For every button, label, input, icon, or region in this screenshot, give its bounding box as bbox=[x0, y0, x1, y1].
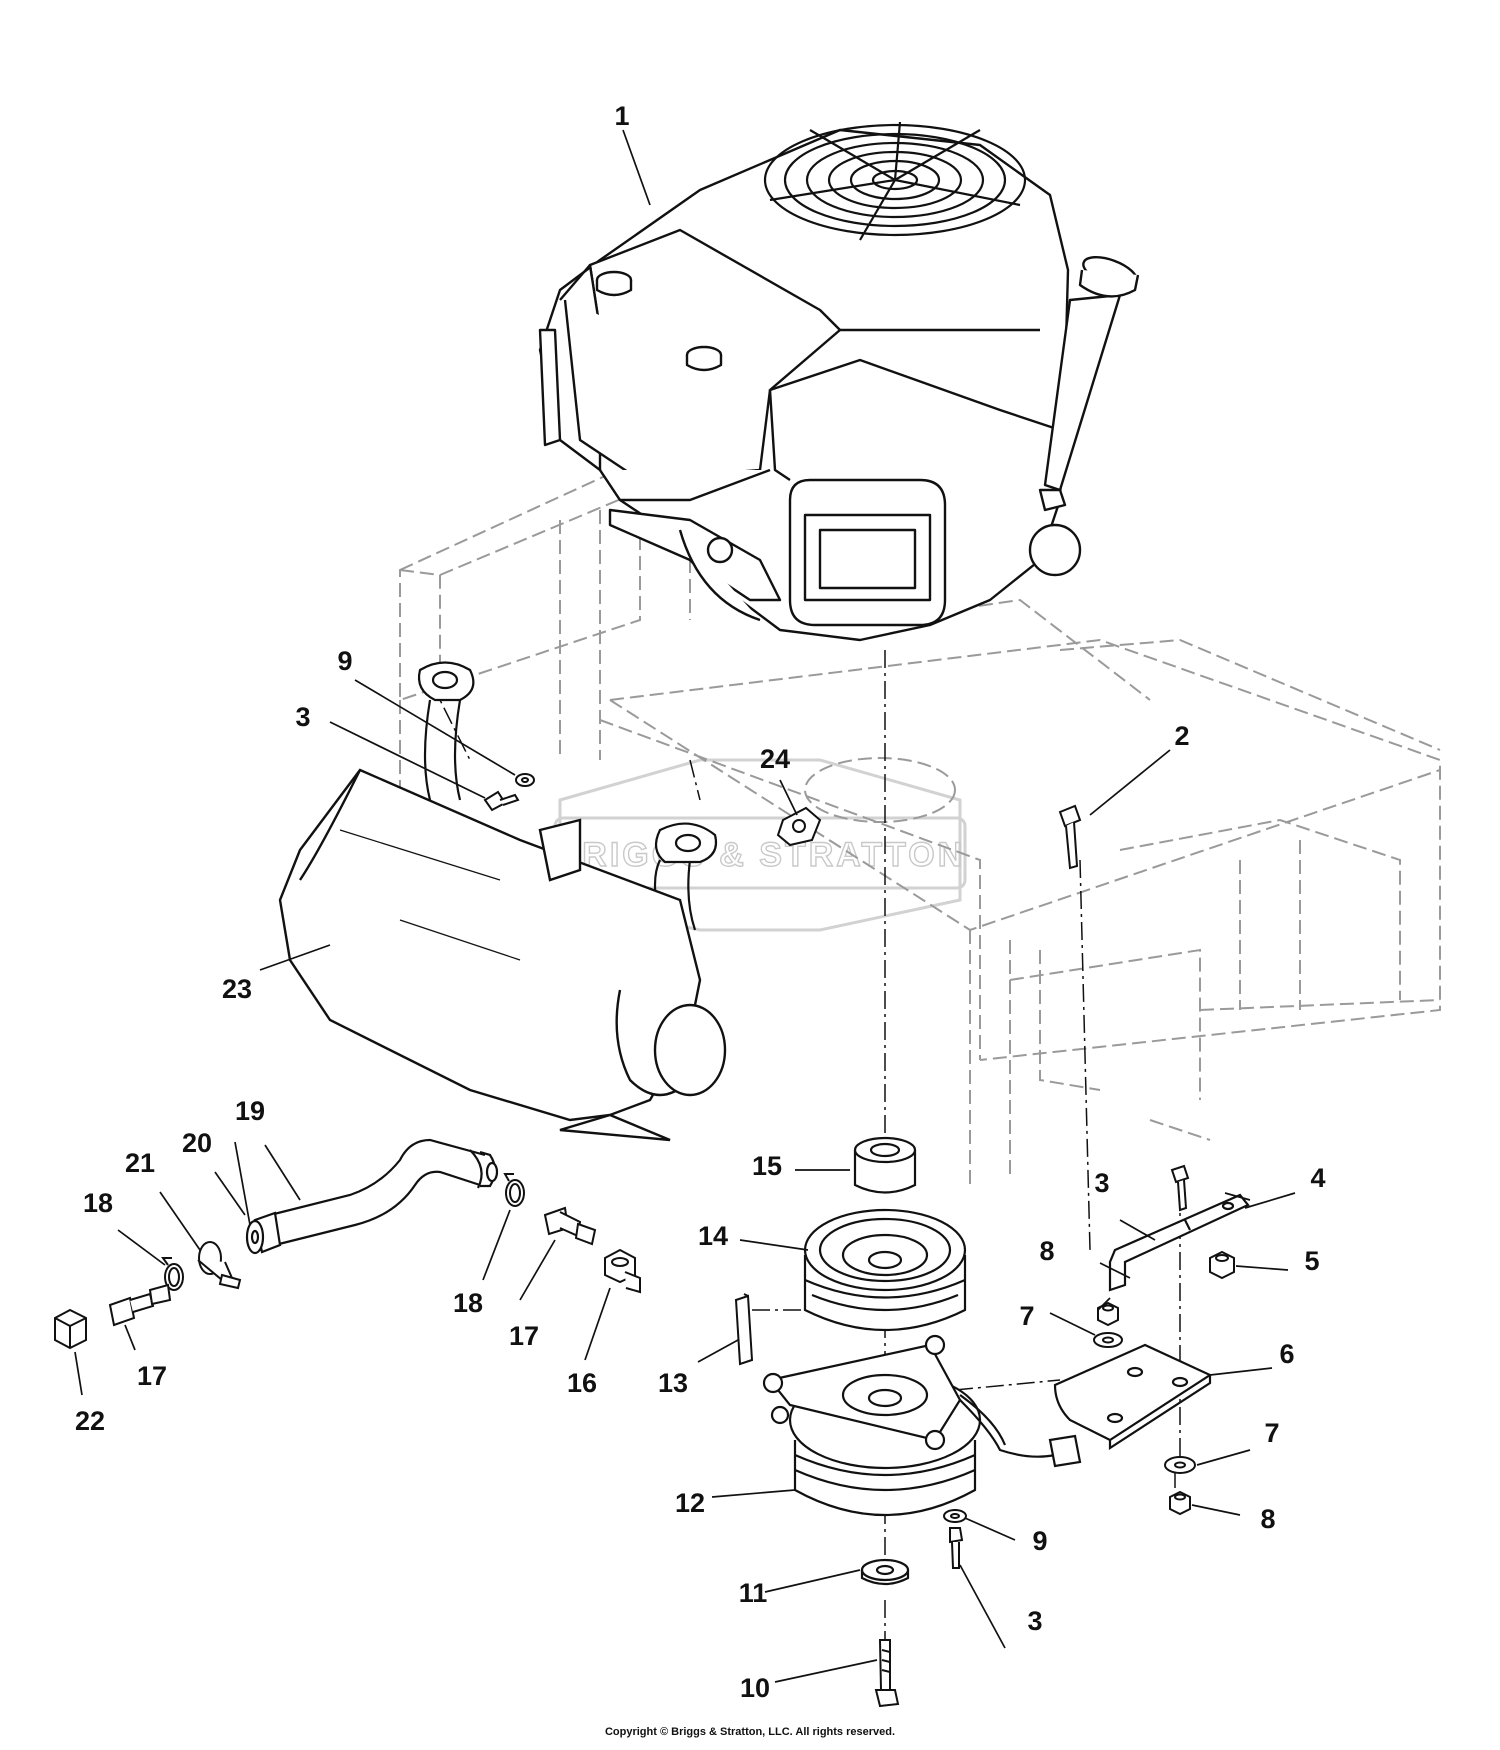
clutch-washer bbox=[860, 1558, 910, 1586]
chassis-frame-phantom bbox=[399, 458, 1441, 1190]
nut-24 bbox=[776, 806, 822, 847]
label-muffler: 23 bbox=[222, 974, 252, 1004]
clamp-right bbox=[503, 1173, 525, 1207]
label-nut-top: 8 bbox=[1039, 1236, 1054, 1266]
washer-top bbox=[1093, 1332, 1123, 1348]
washer-muffler bbox=[515, 773, 535, 787]
label-bracket: 4 bbox=[1310, 1163, 1325, 1193]
exhaust-pipes bbox=[417, 661, 718, 931]
electric-clutch bbox=[762, 1334, 1082, 1516]
label-bolt-clutch: 3 bbox=[1027, 1606, 1042, 1636]
engine-fan-guard bbox=[763, 121, 1027, 241]
watermark-text: BRIGGS & STRATTON bbox=[555, 836, 966, 874]
hose-end bbox=[245, 1211, 282, 1255]
label-nut-24: 24 bbox=[760, 744, 790, 774]
label-clutch: 12 bbox=[675, 1488, 705, 1518]
plug bbox=[54, 1308, 87, 1350]
label-washer-bottom: 7 bbox=[1264, 1418, 1279, 1448]
label-deck-bolt: 2 bbox=[1174, 721, 1189, 751]
label-engine: 1 bbox=[614, 101, 629, 131]
bolt-muffler bbox=[483, 790, 520, 812]
part-labels: 1 2 3 9 24 23 19 20 21 18 18 17 16 17 22… bbox=[75, 101, 1326, 1703]
deck-bolt bbox=[1058, 804, 1082, 870]
label-hose-end: 20 bbox=[182, 1128, 212, 1158]
label-fitting-17-left: 17 bbox=[137, 1361, 167, 1391]
hose-clip bbox=[197, 1241, 242, 1290]
label-washer-clutch: 9 bbox=[1032, 1526, 1047, 1556]
label-bolt-muffler: 3 bbox=[295, 702, 310, 732]
leader-lines bbox=[74, 129, 1296, 1683]
label-clamp-18-right: 18 bbox=[453, 1288, 483, 1318]
label-nut-bottom: 8 bbox=[1260, 1504, 1275, 1534]
label-bolt-bracket: 3 bbox=[1094, 1168, 1109, 1198]
bracket bbox=[1108, 1193, 1250, 1292]
key bbox=[734, 1293, 754, 1366]
washer-clutch bbox=[943, 1509, 967, 1523]
label-clutch-washer: 11 bbox=[739, 1578, 768, 1608]
fitting-right bbox=[543, 1206, 597, 1246]
label-fitting-16: 16 bbox=[567, 1368, 597, 1398]
bolt-clutch bbox=[949, 1527, 964, 1569]
clamp-left bbox=[161, 1257, 184, 1291]
pulley bbox=[803, 1208, 967, 1332]
label-washer-muffler: 9 bbox=[337, 646, 352, 676]
label-clutch-bolt: 10 bbox=[740, 1673, 770, 1703]
nut-bottom bbox=[1169, 1490, 1191, 1516]
spacer bbox=[853, 1136, 917, 1194]
label-pulley: 14 bbox=[698, 1221, 728, 1251]
fitting-left bbox=[108, 1283, 172, 1327]
copyright-notice: Copyright © Briggs & Stratton, LLC. All … bbox=[604, 1726, 896, 1738]
label-clamp-18-left: 18 bbox=[83, 1188, 113, 1218]
label-plate: 6 bbox=[1279, 1339, 1294, 1369]
label-plug: 22 bbox=[75, 1406, 105, 1436]
label-hose: 19 bbox=[235, 1096, 265, 1126]
nut-top bbox=[1097, 1301, 1119, 1327]
label-nut-bracket: 5 bbox=[1304, 1246, 1319, 1276]
nut-bracket bbox=[1209, 1250, 1235, 1280]
mounting-plate bbox=[1053, 1343, 1213, 1451]
label-spacer: 15 bbox=[752, 1151, 782, 1181]
label-hose-clip: 21 bbox=[125, 1148, 155, 1178]
fitting-16 bbox=[604, 1248, 641, 1294]
label-fitting-17-right: 17 bbox=[509, 1321, 539, 1351]
label-key: 13 bbox=[658, 1368, 688, 1398]
muffler bbox=[278, 768, 727, 1142]
watermark: BRIGGS & STRATTON bbox=[553, 758, 967, 932]
label-washer-top: 7 bbox=[1019, 1301, 1034, 1331]
washer-bottom bbox=[1164, 1456, 1196, 1474]
hose bbox=[269, 1138, 499, 1247]
bolt-bracket bbox=[1170, 1164, 1190, 1212]
engine bbox=[538, 128, 1140, 642]
clutch-bolt bbox=[874, 1639, 900, 1708]
